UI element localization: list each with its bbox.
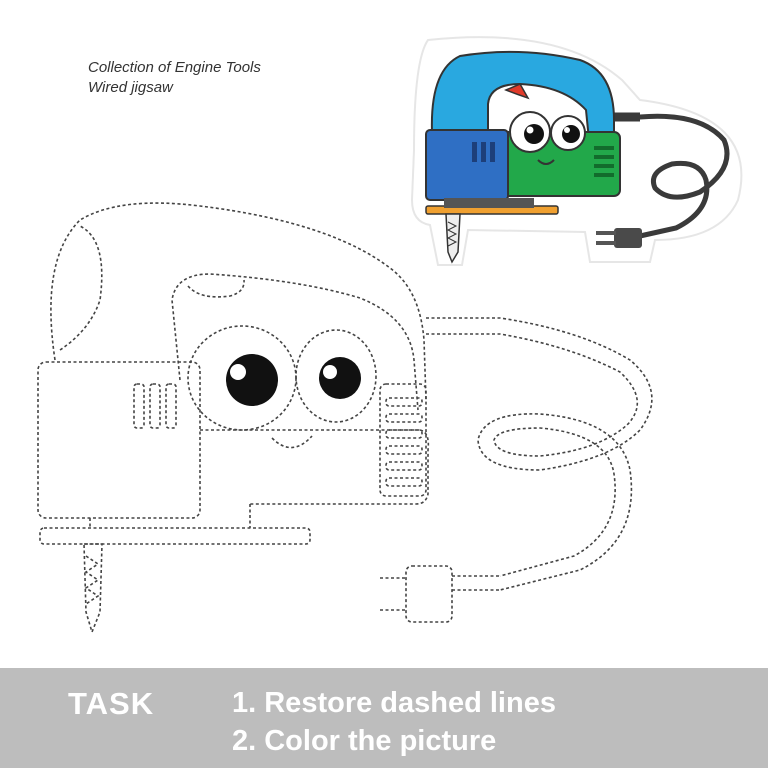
caption: Collection of Engine Tools Wired jigsaw	[88, 58, 261, 98]
worksheet-art	[37, 36, 743, 635]
caption-subtitle: Wired jigsaw	[88, 79, 173, 96]
caption-title: Collection of Engine Tools	[88, 59, 261, 76]
task-banner	[0, 668, 768, 768]
jigsaw-dashed-outline	[37, 202, 653, 635]
plug-icon	[596, 228, 642, 248]
power-cord	[609, 112, 730, 239]
jigsaw-color-illustration	[410, 36, 743, 266]
outline-eyes	[226, 354, 361, 406]
task-label: TASK	[68, 686, 155, 721]
task-step-color: 2. Color the picture	[232, 725, 497, 757]
task-step-restore: 1. Restore dashed lines	[232, 687, 556, 719]
